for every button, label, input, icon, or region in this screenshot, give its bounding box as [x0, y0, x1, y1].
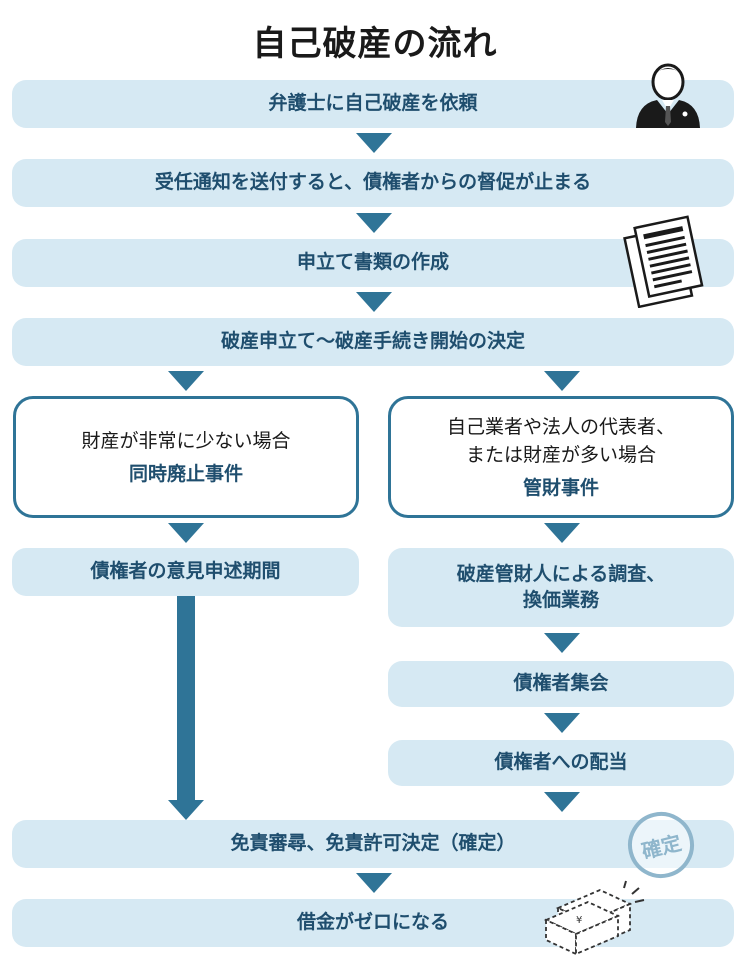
trustee-case-condition-1: 自己業者や法人の代表者、: [446, 415, 675, 438]
stamp-text: 確定: [639, 829, 684, 863]
arrow-2: [356, 213, 392, 233]
svg-text:¥: ¥: [576, 915, 582, 926]
arrow-right-1: [544, 523, 580, 543]
arrow-right-2: [544, 633, 580, 653]
step-notice: 受任通知を送付すると、債権者からの督促が止まる: [12, 159, 734, 207]
box-summary-case: 財産が非常に少ない場合 同時廃止事件: [13, 396, 359, 518]
step-trustee-investigation: 破産管財人による調査、 換価業務: [388, 548, 734, 627]
step-petition-decision: 破産申立て〜破産手続き開始の決定: [12, 318, 734, 366]
arrow-left-branch: [168, 371, 204, 391]
arrow-right-branch: [544, 371, 580, 391]
documents-icon: [623, 215, 704, 308]
arrow-right-3: [544, 713, 580, 733]
stamp-icon: 確定: [620, 804, 702, 886]
arrow-3: [356, 292, 392, 312]
trustee-investigation-line-2: 換価業務: [522, 588, 599, 611]
box-trustee-case: 自己業者や法人の代表者、 または財産が多い場合 管財事件: [388, 396, 734, 518]
money-bundle-icon: ¥: [543, 880, 645, 956]
step-distribution: 債権者への配当: [388, 740, 734, 786]
arrow-left-1: [168, 523, 204, 543]
arrow-left-2: [168, 800, 204, 820]
summary-case-condition: 財産が非常に少ない場合: [81, 429, 291, 452]
arrow-final: [356, 873, 392, 893]
trustee-case-name: 管財事件: [522, 477, 599, 500]
step-request-lawyer: 弁護士に自己破産を依頼: [12, 80, 734, 128]
page-title: 自己破産の流れ: [252, 24, 498, 64]
step-creditor-meeting: 債権者集会: [388, 661, 734, 707]
step-creditor-opinion-period: 債権者の意見申述期間: [12, 548, 359, 596]
arrow-1: [356, 133, 392, 153]
step-discharge-decision: 免責審尋、免責許可決定（確定）: [12, 820, 734, 868]
long-arrow-stem: [177, 596, 195, 800]
summary-case-name: 同時廃止事件: [128, 463, 243, 486]
step-prepare-documents: 申立て書類の作成: [12, 239, 734, 287]
trustee-investigation-line-1: 破産管財人による調査、: [456, 562, 666, 585]
lawyer-icon: [636, 63, 700, 128]
trustee-case-condition-2: または財産が多い場合: [465, 443, 656, 466]
arrow-right-4: [544, 792, 580, 812]
